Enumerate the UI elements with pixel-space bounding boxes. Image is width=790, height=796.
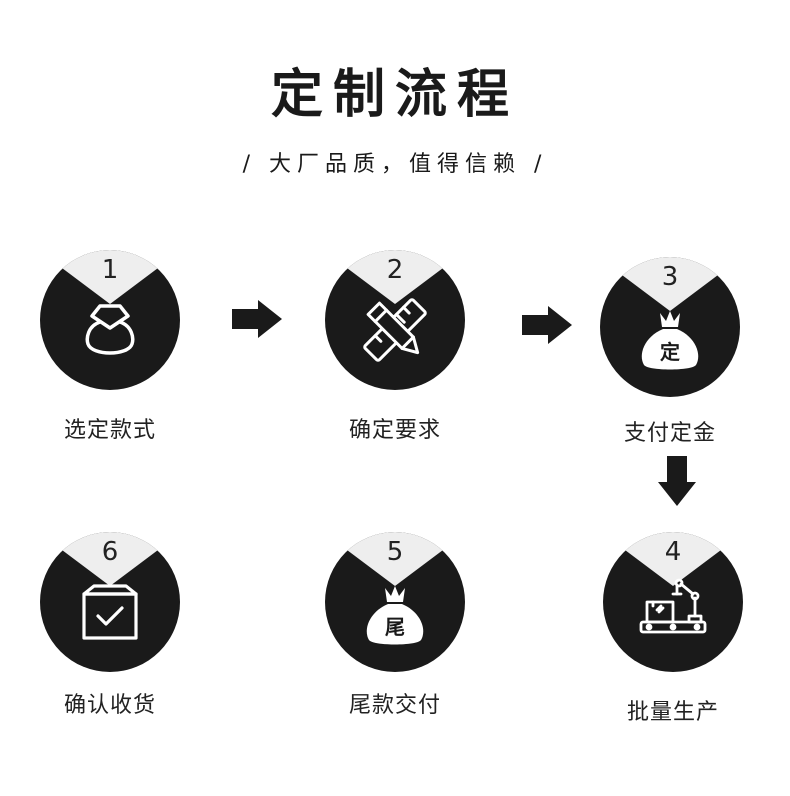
step-1: 1 选定款式	[40, 250, 180, 443]
bag-text: 尾	[385, 615, 405, 639]
money-bag-icon: 定	[641, 311, 699, 370]
step-label: 批量生产	[626, 700, 719, 725]
step-label: 尾款交付	[348, 693, 441, 718]
page-title: 定制流程	[270, 65, 519, 125]
step-label: 确认收货	[63, 693, 156, 718]
step-number: 1	[101, 255, 119, 285]
step-label: 支付定金	[623, 421, 716, 446]
step-badge: 4	[603, 532, 743, 672]
page-subtitle: / 大厂品质，值得信赖 /	[242, 152, 548, 177]
badge-notch	[347, 532, 443, 586]
money-bag-icon: 尾	[366, 586, 424, 645]
badge-notch	[62, 250, 158, 304]
bag-text: 定	[660, 340, 680, 364]
ring-icon	[85, 304, 135, 355]
step-label: 选定款式	[63, 418, 156, 443]
step-5: 5 尾 尾款交付	[325, 532, 465, 718]
arrow-right-icon	[522, 306, 572, 344]
pencil-ruler-icon	[363, 298, 427, 362]
badge-notch	[347, 250, 443, 304]
step-badge: 3 定	[600, 257, 740, 397]
badge-notch	[625, 532, 721, 586]
arrow-right-icon	[232, 300, 282, 338]
step-number: 5	[386, 537, 404, 567]
step-badge: 6	[40, 532, 180, 672]
step-3: 3 定 支付定金	[600, 257, 740, 446]
step-label: 确定要求	[348, 418, 441, 443]
step-badge: 5 尾	[325, 532, 465, 672]
step-number: 6	[101, 537, 119, 567]
checked-box-icon	[82, 584, 138, 640]
step-4: 4 批量生产	[603, 532, 743, 725]
robot-arm-icon	[639, 578, 707, 634]
step-6: 6 确认收货	[40, 532, 180, 718]
step-number: 4	[664, 537, 682, 567]
arrow-down-icon	[658, 456, 696, 506]
badge-notch	[622, 257, 718, 311]
step-badge: 1	[40, 250, 180, 390]
step-number: 3	[661, 262, 679, 292]
step-badge: 2	[325, 250, 465, 390]
step-number: 2	[386, 255, 404, 285]
step-2: 2 确定要求	[325, 250, 465, 443]
badge-notch	[62, 532, 158, 586]
